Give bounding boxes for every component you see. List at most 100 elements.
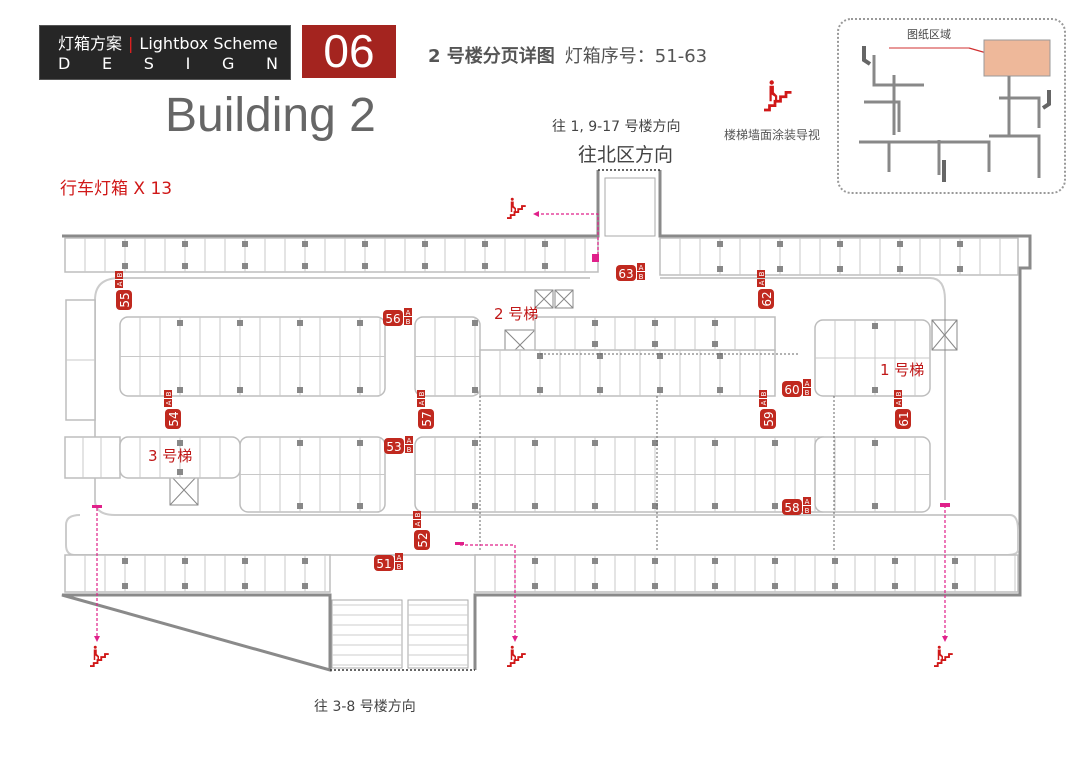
column [302,241,308,247]
column [362,241,368,247]
stall-block [534,316,776,351]
badge-b [759,390,767,398]
stair-steps [507,205,526,219]
ab-badges: AB [413,511,422,528]
column [712,341,718,347]
minimap-plan [859,39,1051,182]
marker-badge [895,409,911,429]
badge-b-text: B [805,389,810,397]
stall-block [414,436,831,513]
design-letter: S [143,54,154,73]
column [872,387,878,393]
badge-a-text: A [414,521,422,526]
column [482,241,488,247]
column [952,558,958,564]
stair-person-head [510,645,514,649]
column [717,353,723,359]
column [122,583,128,589]
badge-b-text: B [895,391,903,396]
outer-wall [61,170,1032,672]
arrow-head [512,636,518,642]
column [182,558,188,564]
column [182,241,188,247]
badge-a [395,553,403,561]
column [592,503,598,509]
column [532,583,538,589]
marker-badge [384,438,404,454]
ab-badges: AB [417,390,426,407]
column [122,558,128,564]
title-range: 灯箱序号：51-63 [564,46,708,67]
column [897,241,903,247]
badge-a [413,520,421,528]
shaft-box [534,289,554,309]
column [837,266,843,272]
column [242,241,248,247]
elevator-shaft [931,319,958,351]
badge-b-text: B [406,318,411,326]
north-ramp [604,177,656,237]
column [302,583,308,589]
marker-badge [616,265,636,281]
stall-block-outline [64,554,331,593]
badge-a [404,308,412,316]
page-title: 2 号楼分页详图灯箱序号：51-63 [428,42,707,68]
stair-person-head [510,197,514,201]
shaft-cross [169,474,199,506]
badge-b [803,388,811,396]
badge-a [894,399,902,407]
column [657,387,663,393]
design-letter: G [221,54,235,73]
column [472,503,478,509]
column [777,266,783,272]
badge-b [757,270,765,278]
marker-number: 60 [784,383,799,397]
badge-a [803,497,811,505]
stall-block [119,436,241,479]
ab-badges: AB [164,390,173,407]
column [772,583,778,589]
building-name: Building 2 [165,89,376,142]
column [177,320,183,326]
badge-b-text: B [418,391,426,396]
page-number: 06 [302,25,396,78]
badge-b-text: B [758,271,766,276]
stair-icon [507,645,526,667]
guide-start [455,542,464,545]
stall-block [119,316,386,397]
arrow-head [533,211,539,217]
column [652,503,658,509]
stall-block-outline [64,237,599,273]
badge-a-text: A [165,400,173,405]
column [482,263,488,269]
column [177,387,183,393]
stall-block [65,299,96,421]
column [872,323,878,329]
column [537,387,543,393]
guide-start [92,505,102,508]
column [832,558,838,564]
title-main: 2 号楼分页详图 [428,46,555,67]
marker-number: 63 [618,267,633,281]
column [542,263,548,269]
column [837,241,843,247]
stair-person-body [510,649,516,660]
column [712,583,718,589]
column [717,241,723,247]
badge-a-text: A [760,400,768,405]
marker-badge [116,290,132,310]
stall-block-outline [479,349,776,397]
badge-a [405,436,413,444]
elevator-3-label: 3 号梯 [148,447,192,465]
column [362,263,368,269]
stall-block [814,436,931,513]
marker-badge [760,409,776,429]
badge-b-text: B [165,391,173,396]
south-ramp-left [331,599,403,669]
column [297,387,303,393]
